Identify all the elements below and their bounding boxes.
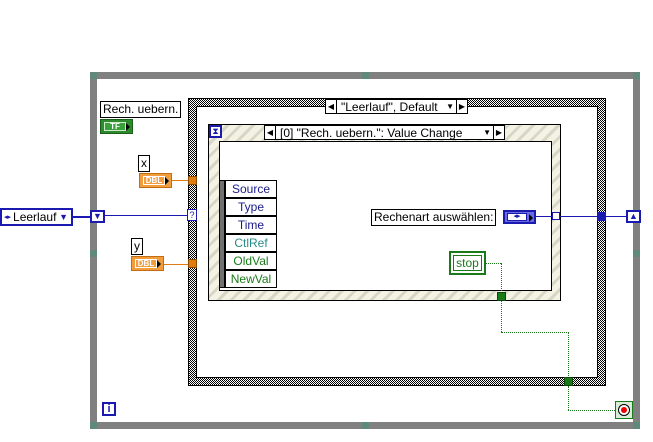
control-label-y[interactable]: y: [131, 238, 143, 255]
enum-indicator-terminal[interactable]: ◂▸: [503, 210, 536, 224]
boolean-wire[interactable]: [501, 332, 569, 333]
dbl-wire-x[interactable]: [172, 180, 190, 181]
dropdown-arrow-icon[interactable]: ▼: [483, 128, 491, 137]
boolean-wire[interactable]: [486, 263, 501, 264]
output-tunnel-stop-event[interactable]: [497, 292, 506, 301]
input-tunnel-x[interactable]: [188, 176, 197, 185]
resize-handle[interactable]: [362, 422, 369, 429]
event-field-ctlref[interactable]: CtlRef: [225, 234, 277, 252]
enum-wire[interactable]: [560, 216, 598, 217]
resize-handle[interactable]: [90, 250, 97, 257]
resize-handle[interactable]: [633, 250, 640, 257]
resize-handle[interactable]: [633, 422, 640, 429]
increment-arrow-icon[interactable]: ▶: [493, 126, 504, 139]
output-tunnel-event[interactable]: [552, 212, 560, 220]
event-field-source[interactable]: Source: [225, 180, 277, 198]
event-field-time[interactable]: Time: [225, 216, 277, 234]
timeout-hourglass-icon[interactable]: ⧗: [209, 125, 222, 138]
case-selector[interactable]: ◀ "Leerlauf", Default ▼ ▶: [325, 99, 468, 114]
stop-if-true-icon: [618, 404, 630, 416]
increment-decrement-icon[interactable]: ◂▸: [4, 214, 12, 221]
resize-handle[interactable]: [633, 72, 640, 79]
dbl-control-terminal-y[interactable]: DBL: [131, 256, 164, 271]
increment-arrow-icon[interactable]: ▶: [456, 100, 467, 113]
case-selector-terminal[interactable]: ?: [187, 209, 197, 221]
decrement-arrow-icon[interactable]: ◀: [265, 126, 276, 139]
loop-condition-terminal[interactable]: [615, 401, 633, 419]
case-selector-label: "Leerlauf", Default: [341, 99, 438, 114]
enum-wire[interactable]: [73, 216, 91, 218]
event-data-node-handle[interactable]: [219, 180, 225, 288]
up-down-icon: ◂▸: [507, 213, 527, 221]
dropdown-arrow-icon[interactable]: ▼: [59, 212, 68, 222]
iteration-terminal-icon[interactable]: i: [102, 402, 116, 416]
enum-wire[interactable]: [536, 216, 554, 217]
boolean-wire[interactable]: [501, 301, 502, 332]
enum-wire[interactable]: [105, 215, 189, 216]
dbl-wire-y[interactable]: [164, 264, 190, 265]
event-field-newval[interactable]: NewVal: [225, 270, 277, 288]
event-selector-label: [0] "Rech. uebern.": Value Change: [280, 125, 463, 140]
control-label-x[interactable]: x: [138, 155, 150, 172]
output-tunnel-case[interactable]: [597, 212, 606, 221]
decrement-arrow-icon[interactable]: ◀: [326, 100, 337, 113]
resize-handle[interactable]: [90, 422, 97, 429]
stop-boolean-constant[interactable]: stop: [449, 251, 486, 275]
event-selector[interactable]: ◀ [0] "Rech. uebern.": Value Change ▼ ▶: [264, 125, 505, 140]
output-tunnel-stop-case[interactable]: [564, 377, 573, 386]
shift-register-right[interactable]: ▲: [626, 210, 641, 223]
indicator-label[interactable]: Rechenart auswählen:: [371, 209, 497, 226]
control-label-rech-uebern[interactable]: Rech. uebern.: [100, 101, 182, 118]
event-field-type[interactable]: Type: [225, 198, 277, 216]
boolean-wire[interactable]: [568, 332, 569, 378]
shift-register-left[interactable]: ▼: [90, 210, 105, 223]
resize-handle[interactable]: [90, 72, 97, 79]
enum-constant[interactable]: ◂▸ Leerlauf ▼: [0, 208, 73, 226]
boolean-wire[interactable]: [501, 263, 502, 293]
input-tunnel-y[interactable]: [188, 259, 197, 268]
resize-handle[interactable]: [362, 72, 369, 79]
boolean-wire[interactable]: [568, 410, 615, 411]
event-data-node[interactable]: Source Type Time CtlRef OldVal NewVal: [219, 180, 277, 288]
event-field-oldval[interactable]: OldVal: [225, 252, 277, 270]
dbl-control-terminal-x[interactable]: DBL: [139, 173, 172, 188]
boolean-control-terminal[interactable]: TF: [100, 119, 133, 134]
dropdown-arrow-icon[interactable]: ▼: [446, 102, 454, 111]
boolean-wire[interactable]: [568, 386, 569, 410]
enum-wire[interactable]: [606, 216, 628, 217]
enum-constant-value: Leerlauf: [13, 210, 57, 224]
